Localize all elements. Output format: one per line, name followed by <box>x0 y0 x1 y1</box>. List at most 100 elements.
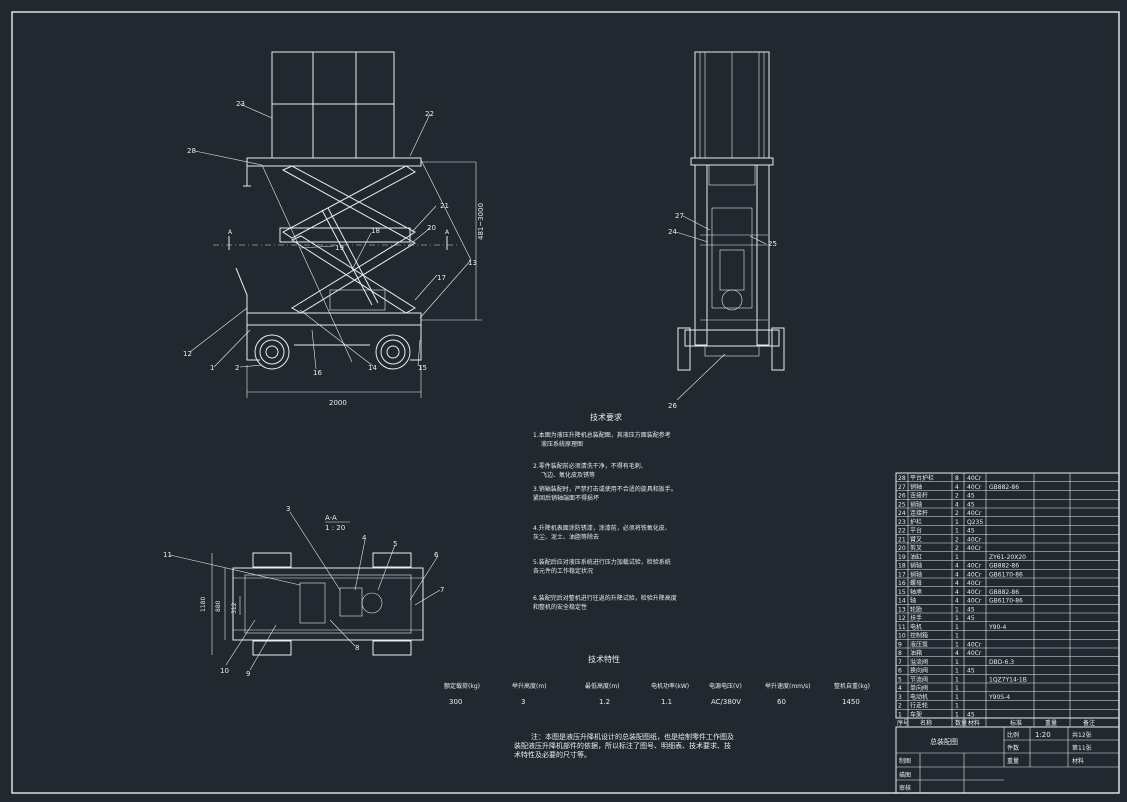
spec-header: 电机功率(kW) <box>651 682 689 690</box>
bom-cell: 40Cr <box>967 580 982 587</box>
tech-spec-table: 额定载荷(kg) 举升高度(m) 最低高度(m) 电机功率(kW) 电源电压(V… <box>444 682 870 706</box>
chassis-frame <box>246 312 422 326</box>
callout: 22 <box>425 110 434 118</box>
weight-label: 重量 <box>1007 757 1019 765</box>
bom-cell: 4 <box>955 501 959 508</box>
bom-cell: 4 <box>955 484 959 491</box>
bom-cell: GB882-86 <box>989 484 1019 491</box>
dim-text: 880 <box>215 600 222 612</box>
front-view <box>189 51 482 398</box>
tech-req-line: 各元件的工作稳定状况 <box>533 567 593 575</box>
dim-text: 312 <box>231 602 238 614</box>
section-view <box>169 511 441 671</box>
callout: 14 <box>368 364 377 372</box>
bom-cell: 4 <box>955 598 959 605</box>
bom-cell: 8 <box>955 475 959 482</box>
bom-cell: DBD-6.3 <box>989 659 1014 666</box>
bom-cell: 换向阀 <box>910 667 928 675</box>
drawing-border <box>11 11 1120 794</box>
bom-cell: 18 <box>898 563 906 570</box>
bom-cell: 1 <box>955 615 959 622</box>
bom-cell: 21 <box>898 536 906 543</box>
bom-cell: 15 <box>898 589 906 596</box>
callout: 25 <box>768 240 777 248</box>
bom-cell: 5 <box>898 676 902 683</box>
bom-cell: 7 <box>898 659 902 666</box>
bom-cell: 45 <box>967 501 975 508</box>
spec-value: 300 <box>449 698 462 706</box>
bom-cell: 23 <box>898 519 906 526</box>
callout: 7 <box>440 586 444 594</box>
bom-cell: 轮胎 <box>910 605 922 613</box>
tech-req-line: 5.装配后应对液压系统进行压力加载试验，检验系统 <box>533 558 671 566</box>
bom-cell: 控制箱 <box>910 632 928 640</box>
bom-header-cell: 序号 <box>897 719 909 727</box>
note-line: 术特性及必要的尺寸等。 <box>514 750 591 759</box>
bom-cell: 11 <box>898 624 906 631</box>
bom-cell: 1 <box>955 676 959 683</box>
callout: 9 <box>246 670 250 678</box>
bom-cell: 4 <box>955 563 959 570</box>
bom-cell: 1 <box>955 694 959 701</box>
note-line: 装配液压升降机部件的依据，所以标注了图号、明细表、技术要求、技 <box>514 741 731 750</box>
callout: 2 <box>235 364 239 372</box>
qty-label: 件数 <box>1007 744 1019 752</box>
scale-value: 1:20 <box>1035 731 1051 739</box>
height-dim-text: 481~3000 <box>477 203 485 240</box>
callout: 15 <box>418 364 427 372</box>
bom-cell: 油箱 <box>910 649 922 657</box>
tech-spec-heading: 技术特性 <box>588 654 620 664</box>
bom-cell: 1 <box>955 554 959 561</box>
bom-cell: 45 <box>967 668 975 675</box>
callout: 17 <box>437 274 446 282</box>
bom-cell: 轴承 <box>910 588 922 596</box>
bom-cell: 2 <box>955 545 959 552</box>
bom-cell: 17 <box>898 571 906 578</box>
section-mark-right: A <box>445 229 450 236</box>
bom-cell: 销轴 <box>910 500 922 508</box>
bom-cell: Q235 <box>967 519 983 526</box>
section-mark-left: A <box>228 229 233 236</box>
bom-cell: 1 <box>955 606 959 613</box>
note-line: 注：本图是液压升降机设计的总装配图纸，也是绘制零件工作图及 <box>531 732 734 741</box>
bom-cell: 10 <box>898 633 906 640</box>
bom-cell: 连接杆 <box>910 509 928 517</box>
bom-header-cell: 重量 <box>1045 719 1057 727</box>
bom-cell: Y90-4 <box>988 624 1006 631</box>
tech-req-heading: 技术要求 <box>590 412 622 422</box>
bom-cell: 1 <box>955 624 959 631</box>
bom-cell: 销轴 <box>910 483 922 491</box>
bom-cell: 节流阀 <box>910 675 928 683</box>
bom-cell: 40Cr <box>967 484 982 491</box>
spec-header: 电源电压(V) <box>709 682 742 690</box>
bom-cell: 16 <box>898 580 906 587</box>
bom-cell: 2 <box>955 510 959 517</box>
bom-cell: GB882-86 <box>989 563 1019 570</box>
callout: 13 <box>468 259 477 267</box>
review-label: 审核 <box>899 784 911 792</box>
spec-value: 60 <box>777 698 786 706</box>
tech-req-line: 飞边、氧化皮及锈等 <box>541 471 595 479</box>
section-title: A-A <box>325 514 337 522</box>
bom-cell: 4 <box>898 685 902 692</box>
bom-cell: 行走轮 <box>910 702 928 710</box>
bom-cell: Y90S-4 <box>988 694 1010 701</box>
bom-cell: 22 <box>898 528 906 535</box>
tech-req-line: 3.销轴装配时，严禁打击或使用不合适的旋具和扳手。 <box>533 485 677 493</box>
bom-cell: 连接杆 <box>910 492 928 500</box>
bom-cell: 电机 <box>910 623 922 631</box>
bom-cell: 1 <box>955 668 959 675</box>
callout: 24 <box>668 228 677 236</box>
spec-header: 举升速度(mm/s) <box>765 682 811 690</box>
bom-cell: 1 <box>955 703 959 710</box>
bom-cell: 13 <box>898 606 906 613</box>
bom-cell: 8 <box>898 650 902 657</box>
side-view <box>675 51 785 401</box>
callout: 21 <box>440 202 449 210</box>
callout: 4 <box>362 534 367 542</box>
title-block-name: 总装配图 <box>930 737 958 746</box>
front-leaders <box>189 103 472 370</box>
tech-req-line: 灰尘、泥土、油脂等除去 <box>533 533 599 541</box>
